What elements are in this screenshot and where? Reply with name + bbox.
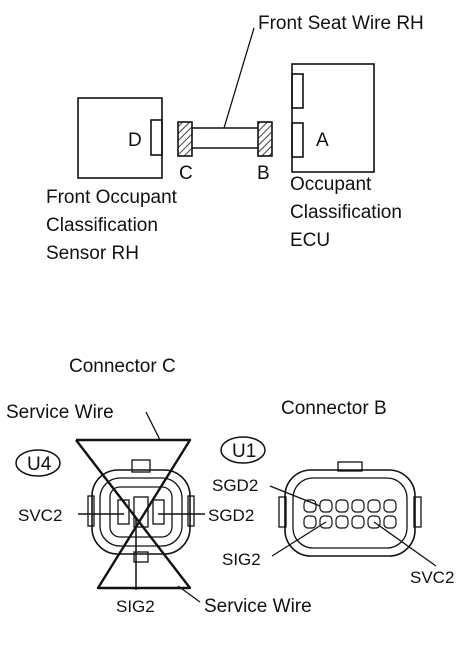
- connector-b-pin-svc2: SVC2: [410, 568, 454, 587]
- sensor-connector-label: D: [128, 130, 142, 151]
- connector-b-sgd2-leader: [269, 485, 321, 507]
- service-wire-top-leader: [145, 411, 161, 441]
- ecu-box: [291, 63, 375, 173]
- connector-c-pin-svc2: SVC2: [18, 506, 62, 525]
- sensor-label-line-1: Front Occupant: [46, 187, 178, 208]
- connector-c-code: U4: [27, 454, 52, 475]
- connector-b-body: [278, 461, 422, 557]
- ecu-connector-a: [291, 122, 304, 158]
- connector-c-service-wire-bottom-label: Service Wire: [204, 596, 312, 617]
- ecu-upper-connector: [291, 73, 304, 109]
- wire-label-leader: [223, 27, 255, 129]
- wire-connector-b: [257, 121, 273, 157]
- wire-label: Front Seat Wire RH: [258, 13, 424, 34]
- sensor-connector-d: [150, 119, 163, 156]
- wire-connector-b-label: B: [257, 163, 270, 184]
- connector-c-pin-sig2: SIG2: [116, 597, 155, 616]
- ecu-label-line-1: Occupant: [290, 174, 372, 195]
- ecu-label-line-3: ECU: [290, 230, 330, 251]
- connector-c-service-wire-top-label: Service Wire: [6, 402, 114, 423]
- service-wire-bottom-leader: [177, 585, 201, 603]
- connector-b-code-ellipse: [220, 436, 266, 464]
- ecu-connector-label: A: [316, 130, 329, 151]
- connector-c-code-ellipse: [15, 449, 61, 477]
- sensor-label-line-2: Classification: [46, 215, 158, 236]
- connector-b-pin-sig2: SIG2: [222, 550, 261, 569]
- connector-b-code: U1: [232, 441, 256, 462]
- ecu-label-line-2: Classification: [290, 202, 402, 223]
- connector-c-title: Connector C: [69, 356, 176, 377]
- sensor-label-line-3: Sensor RH: [46, 243, 139, 264]
- connector-b-sig2-leader: [271, 521, 327, 557]
- connector-b-svc2-leader: [373, 521, 437, 567]
- connector-b-title: Connector B: [281, 398, 387, 419]
- sensor-box: [77, 97, 163, 179]
- connector-c-pin-sgd2: SGD2: [208, 506, 254, 525]
- service-wire-loop: [75, 438, 192, 590]
- wire-connector-c-label: C: [179, 163, 193, 184]
- wire-connector-c: [177, 121, 193, 157]
- connector-b-pin-sgd2: SGD2: [212, 476, 258, 495]
